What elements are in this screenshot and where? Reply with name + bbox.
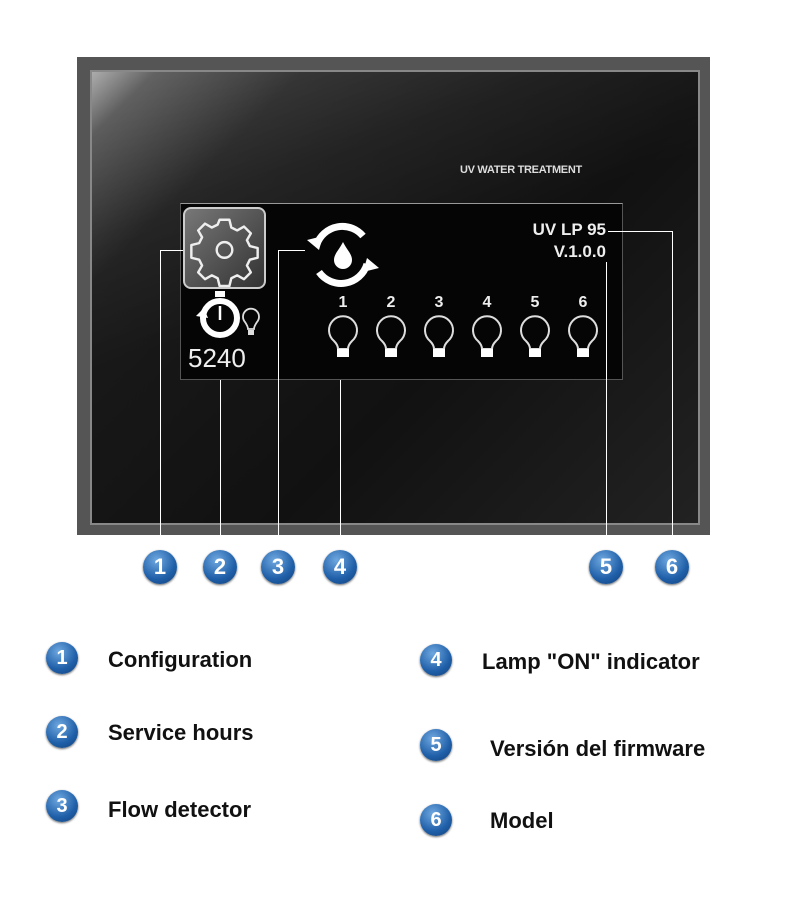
brand-label: UV WATER TREATMENT xyxy=(460,164,582,176)
legend-num-1: 1 xyxy=(46,642,78,674)
legend-num-5: 5 xyxy=(420,729,452,761)
lightbulb-icon xyxy=(376,315,406,357)
lamp-indicator-5: 5 xyxy=(517,295,553,364)
lamp-number: 5 xyxy=(530,294,540,311)
lamp-number: 3 xyxy=(434,294,444,311)
lightbulb-icon xyxy=(328,315,358,357)
lamp-number: 6 xyxy=(578,294,588,311)
lamp-indicator-3: 3 xyxy=(421,295,457,364)
lamp-number: 4 xyxy=(482,294,492,311)
gear-icon xyxy=(190,218,259,288)
legend-num-6: 6 xyxy=(420,804,452,836)
legend-label-configuration: Configuration xyxy=(108,647,253,672)
service-hours-value: 5240 xyxy=(188,343,246,373)
legend-num-3: 3 xyxy=(46,790,78,822)
lightbulb-icon xyxy=(568,315,598,357)
lightbulb-icon xyxy=(472,315,502,357)
callout-4: 4 xyxy=(323,550,357,584)
callout-6: 6 xyxy=(655,550,689,584)
firmware-version: V.1.0.0 xyxy=(553,242,606,261)
model-label: UV LP 95 xyxy=(532,220,606,239)
lamp-number: 2 xyxy=(386,294,396,311)
callout-1: 1 xyxy=(143,550,177,584)
flow-detector-icon xyxy=(307,222,379,287)
legend-label-flow-detector: Flow detector xyxy=(108,797,252,822)
callout-5: 5 xyxy=(589,550,623,584)
lightbulb-icon xyxy=(424,315,454,357)
display-panel xyxy=(180,203,623,380)
callout-2: 2 xyxy=(203,550,237,584)
legend-label-lamp-on: Lamp "ON" indicator xyxy=(482,649,700,674)
service-hours-icon xyxy=(196,291,260,338)
legend-label-service-hours: Service hours xyxy=(108,720,254,745)
configuration-button[interactable] xyxy=(183,207,266,289)
legend-num-4: 4 xyxy=(420,644,452,676)
lamp-number: 1 xyxy=(338,294,348,311)
lamp-indicator-4: 4 xyxy=(469,295,505,364)
legend-label-model: Model xyxy=(490,808,554,833)
lamp-indicator-6: 6 xyxy=(565,295,601,364)
legend-num-2: 2 xyxy=(46,716,78,748)
lightbulb-icon xyxy=(520,315,550,357)
lamp-indicator-1: 1 xyxy=(325,295,361,364)
callout-3: 3 xyxy=(261,550,295,584)
lamp-indicator-2: 2 xyxy=(373,295,409,364)
legend-label-firmware: Versión del firmware xyxy=(490,736,706,761)
